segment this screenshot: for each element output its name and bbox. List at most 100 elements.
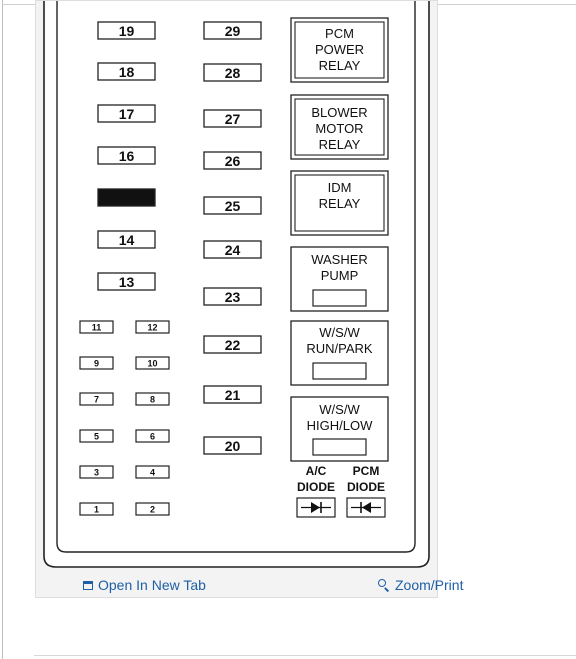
fuse-5: 5 <box>79 429 114 443</box>
fuse-14-number: 14 <box>119 232 135 248</box>
fuse-12-body <box>135 320 170 334</box>
fuse-26-number: 26 <box>225 153 241 169</box>
fuse-16: 16 <box>97 146 156 165</box>
fuse-22: 22 <box>203 335 262 354</box>
fuse-20-number: 20 <box>225 438 241 454</box>
fuse-22-number: 22 <box>225 337 241 353</box>
fuse-6: 6 <box>135 429 170 443</box>
fuse-28-number: 28 <box>225 65 241 81</box>
relay-label-line: POWER <box>315 42 364 57</box>
relay-inner-border <box>294 21 385 79</box>
open-in-new-tab-label: Open In New Tab <box>98 577 206 593</box>
fuse-13-body <box>97 272 156 291</box>
relay-label-line: RELAY <box>319 196 361 211</box>
relay-label-line: BLOWER <box>311 105 367 120</box>
fuse-13: 13 <box>97 272 156 291</box>
fuse-10: 10 <box>135 356 170 370</box>
fuse-3-body <box>79 465 114 479</box>
fuse-15: 15 <box>97 188 156 207</box>
fuse-3-number: 3 <box>94 468 99 478</box>
relay-label-line: RELAY <box>319 137 361 152</box>
fuse-25: 25 <box>203 196 262 215</box>
fuse-5-number: 5 <box>94 432 99 442</box>
fuse-11-number: 11 <box>92 323 102 333</box>
fuse-19: 19 <box>97 21 156 40</box>
fuse-3: 3 <box>79 465 114 479</box>
diode-label-line: PCM <box>353 464 380 478</box>
page-left-rule <box>2 0 3 659</box>
fuse-22-body <box>203 335 262 354</box>
fuse-11-body <box>79 320 114 334</box>
fuse-12-number: 12 <box>147 323 157 333</box>
fuse-9: 9 <box>79 356 114 370</box>
fuse-29-number: 29 <box>225 23 241 39</box>
fuse-10-body <box>135 356 170 370</box>
component-label-line: W/S/W <box>319 325 360 340</box>
fuse-17-body <box>97 104 156 123</box>
fuse-1-body <box>79 502 114 516</box>
fuse-27-body <box>203 109 262 128</box>
fuse-27: 27 <box>203 109 262 128</box>
component-label-line: RUN/PARK <box>306 341 373 356</box>
relay-label-line: MOTOR <box>315 121 363 136</box>
open-in-new-tab-link[interactable]: Open In New Tab <box>83 577 206 593</box>
component-slot <box>312 438 367 456</box>
fuse-24-body <box>203 240 262 259</box>
new-tab-icon <box>83 580 93 590</box>
fuse-27-number: 27 <box>225 111 241 127</box>
fuse-21: 21 <box>203 385 262 404</box>
fuse-29: 29 <box>203 21 262 40</box>
diode-label-line: DIODE <box>297 480 335 494</box>
fuse-19-number: 19 <box>119 23 135 39</box>
zoom-print-label: Zoom/Print <box>395 577 464 593</box>
fuse-4: 4 <box>135 465 170 479</box>
fuse-7-body <box>79 392 114 406</box>
fuse-14-body <box>97 230 156 249</box>
fuse-8-number: 8 <box>150 395 155 405</box>
fuse-4-body <box>135 465 170 479</box>
component-label-line: PUMP <box>321 268 359 283</box>
fuse-17-number: 17 <box>119 106 135 122</box>
fuse-10-number: 10 <box>147 359 157 369</box>
fuse-9-body <box>79 356 114 370</box>
fuse-15-body <box>97 188 156 207</box>
fuse-24-number: 24 <box>225 242 241 258</box>
component-label-line: W/S/W <box>319 402 360 417</box>
component-slot <box>312 362 367 380</box>
fuse-17: 17 <box>97 104 156 123</box>
fuse-29-body <box>203 21 262 40</box>
fuse-12: 12 <box>135 320 170 334</box>
fuse-5-body <box>79 429 114 443</box>
fuse-23-body <box>203 287 262 306</box>
fuse-28: 28 <box>203 63 262 82</box>
fuse-6-body <box>135 429 170 443</box>
relay-label-line: IDM <box>328 180 352 195</box>
relay-inner-border <box>294 98 385 156</box>
zoom-print-link[interactable]: Zoom/Print <box>378 577 463 593</box>
fuse-23: 23 <box>203 287 262 306</box>
relay-label-line: PCM <box>325 26 354 41</box>
fuse-26-body <box>203 151 262 170</box>
relay-outer-border <box>290 17 389 83</box>
fuse-6-number: 6 <box>150 432 155 442</box>
fuse-21-number: 21 <box>225 387 241 403</box>
relay-outer-border <box>290 94 389 160</box>
fuse-26: 26 <box>203 151 262 170</box>
fuse-14: 14 <box>97 230 156 249</box>
fuse-28-body <box>203 63 262 82</box>
fuse-9-number: 9 <box>94 359 99 369</box>
fuse-21-body <box>203 385 262 404</box>
component-slot <box>312 289 367 307</box>
fuse-1-number: 1 <box>94 505 99 515</box>
diode-symbol-icon <box>362 502 371 513</box>
fuse-18-body <box>97 62 156 81</box>
fuse-20-body <box>203 436 262 455</box>
fuse-25-body <box>203 196 262 215</box>
